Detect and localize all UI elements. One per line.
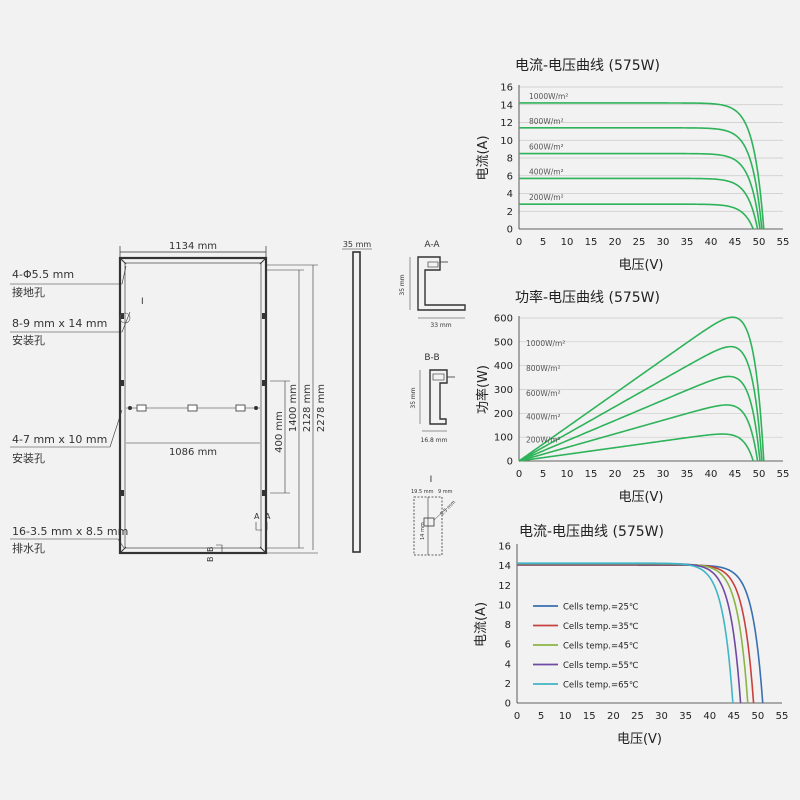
callout-mount-holes-large-sub: 安装孔 bbox=[12, 333, 45, 347]
height-dimensions: 400 mm 1400 mm 2128 mm 2278 mm bbox=[266, 264, 327, 554]
marker-a-2: A bbox=[265, 512, 271, 521]
section-aa: A-A 35 mm 33 mm bbox=[399, 240, 466, 329]
callout-mount-holes-small: 4-7 mm x 10 mm bbox=[12, 433, 107, 446]
side-view: 35 mm bbox=[342, 240, 372, 553]
section-bb-width: 16.8 mm bbox=[421, 437, 448, 444]
section-markers: A A B B I bbox=[141, 297, 271, 562]
callout-mount-holes-small-sub: 安装孔 bbox=[12, 451, 45, 465]
thickness-label: 35 mm bbox=[343, 240, 372, 249]
marker-b-2: B bbox=[206, 547, 215, 553]
height-label-2278: 2278 mm bbox=[316, 384, 327, 432]
marker-a-1: A bbox=[254, 512, 260, 521]
section-bb-height: 35 mm bbox=[410, 387, 417, 408]
section-aa-height: 35 mm bbox=[399, 274, 406, 295]
detail-i-title: I bbox=[430, 475, 433, 485]
callout-drain-holes: 16-3.5 mm x 8.5 mm bbox=[12, 525, 128, 538]
section-bb: B-B 35 mm 16.8 mm bbox=[410, 353, 455, 444]
marker-i: I bbox=[141, 297, 144, 307]
section-aa-width: 33 mm bbox=[430, 322, 451, 329]
module-outline bbox=[118, 256, 268, 555]
callout-drain-holes-sub: 排水孔 bbox=[12, 541, 45, 555]
section-aa-title: A-A bbox=[424, 240, 440, 250]
height-label-1400: 1400 mm bbox=[288, 384, 299, 432]
inner-width-label: 1086 mm bbox=[169, 447, 217, 458]
height-label-2128: 2128 mm bbox=[302, 384, 313, 432]
width-label: 1134 mm bbox=[169, 241, 217, 252]
detail-i-dim3: 14 mm bbox=[420, 522, 426, 540]
height-label-400: 400 mm bbox=[274, 411, 285, 453]
marker-b-1: B bbox=[206, 557, 215, 563]
section-bb-title: B-B bbox=[424, 353, 439, 363]
callouts: 4-Φ5.5 mm 接地孔 8-9 mm x 14 mm 安装孔 4-7 mm … bbox=[10, 265, 131, 555]
callout-ground-holes-sub: 接地孔 bbox=[12, 286, 45, 299]
callout-mount-holes-large: 8-9 mm x 14 mm bbox=[12, 317, 107, 330]
detail-i-dim1: 19.5 mm bbox=[411, 489, 434, 495]
inner-width-dimension: 1086 mm bbox=[126, 442, 260, 458]
detail-i: I 19.5 mm 9 mm 14 mm 5.5 mm bbox=[411, 475, 457, 556]
width-dimension: 1134 mm bbox=[119, 241, 267, 258]
callout-ground-holes: 4-Φ5.5 mm bbox=[12, 268, 74, 281]
detail-i-dim2: 9 mm bbox=[438, 489, 453, 495]
